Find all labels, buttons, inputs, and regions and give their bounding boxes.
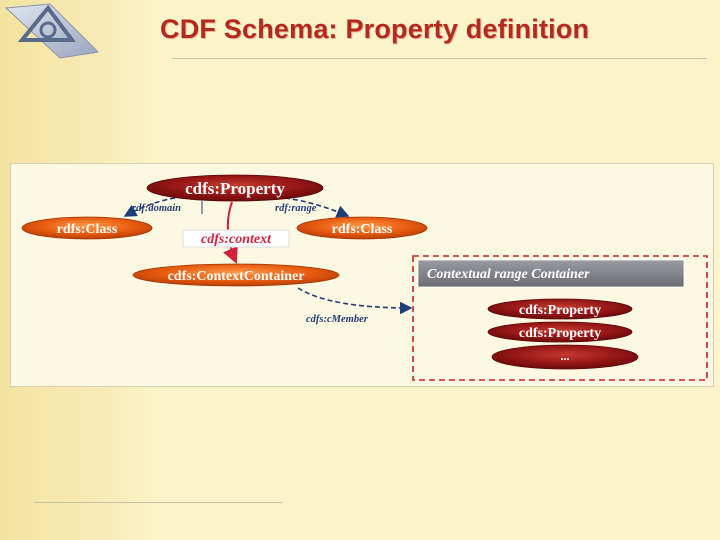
container-item-1-label: cdfs:Property — [519, 303, 601, 318]
domain-edge — [123, 197, 176, 217]
cmember-label: cdfs:cMember — [306, 314, 369, 325]
container-border — [412, 255, 708, 381]
context-container-node: cdfs:ContextContainer — [132, 263, 340, 287]
contextual-range-container: Contextual range Container cdfs:Property… — [412, 255, 708, 381]
rdfs-class-right-label: rdfs:Class — [332, 222, 393, 237]
container-item-3: ... — [491, 344, 639, 370]
slide-title: CDF Schema: Property definition — [160, 14, 590, 44]
context-container-label: cdfs:ContextContainer — [168, 269, 305, 284]
range-edge — [284, 197, 350, 218]
container-header — [417, 259, 685, 288]
cdfs-context-label-box: cdfs:context — [182, 229, 290, 248]
logo-icon — [4, 3, 100, 59]
cdfs-property-node: cdfs:Property — [146, 174, 324, 202]
container-item-3-label: ... — [561, 349, 570, 363]
rdfs-class-left-label: rdfs:Class — [57, 222, 118, 237]
cdfs-context-label: cdfs:context — [201, 232, 272, 247]
title-divider — [172, 58, 707, 59]
container-item-2-label: cdfs:Property — [519, 326, 601, 341]
container-item-1: cdfs:Property — [487, 298, 633, 320]
rdfs-class-left-node: rdfs:Class — [21, 216, 153, 240]
container-item-2: cdfs:Property — [487, 321, 633, 343]
range-label: rdf:range — [275, 203, 317, 214]
cdfs-property-label: cdfs:Property — [185, 179, 285, 198]
footer-divider — [34, 502, 282, 503]
rdfs-class-right-node: rdfs:Class — [296, 216, 428, 240]
container-title: Contextual range Container — [427, 267, 590, 282]
cmember-edge — [297, 287, 413, 315]
domain-label: rdf:domain — [132, 203, 181, 214]
